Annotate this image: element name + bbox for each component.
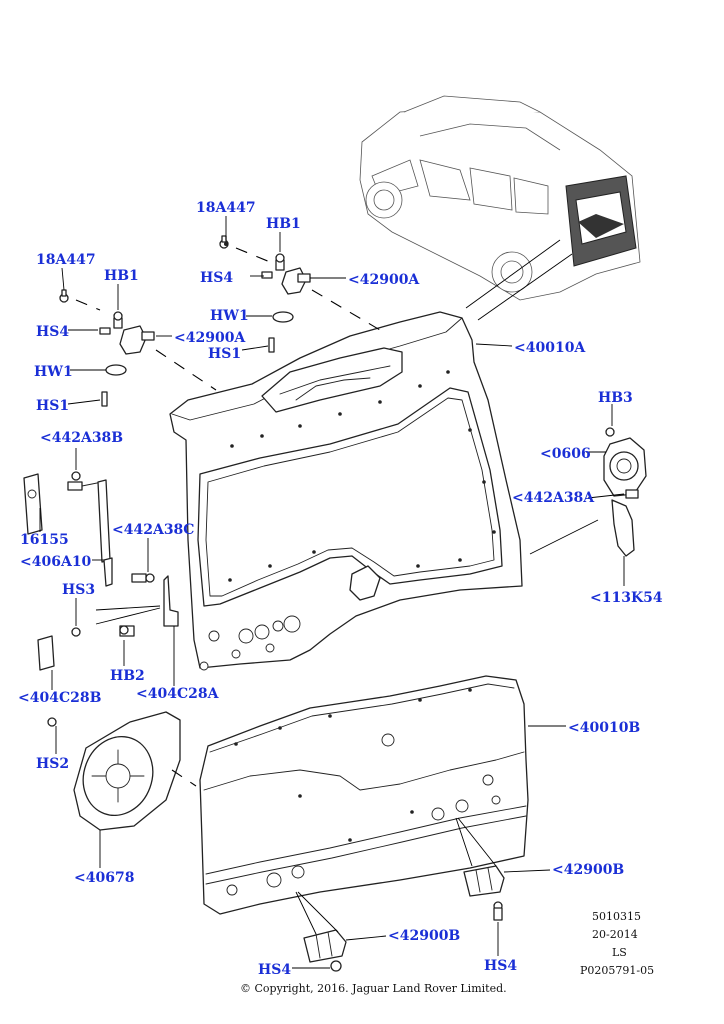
upper-hinge-left bbox=[59, 289, 155, 407]
leader-lines bbox=[39, 216, 625, 969]
gas-strut-assembly bbox=[23, 471, 179, 671]
callout-hs4-bottom: HS4 bbox=[258, 962, 292, 978]
callout-40678: <40678 bbox=[74, 870, 135, 886]
callout-442a38a: <442A38A bbox=[512, 490, 595, 506]
meta-line-2: 20-2014 bbox=[592, 928, 638, 941]
callout-hb3: HB3 bbox=[598, 390, 633, 406]
meta-line-3: LS bbox=[612, 946, 627, 959]
callout-18a447-left: 18A447 bbox=[36, 252, 96, 268]
callout-hs4-right: HS4 bbox=[484, 958, 518, 974]
callout-442a38c: <442A38C bbox=[112, 522, 195, 538]
latch-and-bracket-right bbox=[603, 427, 647, 557]
callout-hs1-top: HS1 bbox=[208, 346, 242, 362]
callout-hs4-top: HS4 bbox=[200, 270, 234, 286]
callout-hw1-left: HW1 bbox=[34, 364, 73, 380]
callout-404c28a: <404C28A bbox=[136, 686, 219, 702]
meta-line-1: 5010315 bbox=[592, 910, 641, 923]
callout-hs3: HS3 bbox=[62, 582, 96, 598]
upper-tailgate-panel bbox=[169, 311, 523, 671]
callout-40010a: <40010A bbox=[514, 340, 586, 356]
meta-line-4: P0205791-05 bbox=[580, 964, 655, 977]
lower-tailgate-panel bbox=[199, 675, 529, 915]
callout-406a10: <406A10 bbox=[20, 554, 92, 570]
handle-cover-40678 bbox=[47, 711, 181, 831]
callout-16155: 16155 bbox=[20, 532, 69, 548]
callout-442a38b: <442A38B bbox=[40, 430, 124, 446]
callout-hb2: HB2 bbox=[110, 668, 145, 684]
callout-113k54: <113K54 bbox=[590, 590, 663, 606]
callout-18a447-top: 18A447 bbox=[196, 200, 256, 216]
callout-404c28b: <404C28B bbox=[18, 690, 102, 706]
callout-hb1-left: HB1 bbox=[104, 268, 139, 284]
callout-hb1-top: HB1 bbox=[266, 216, 301, 232]
callout-hw1-top: HW1 bbox=[210, 308, 249, 324]
callout-42900a-top: <42900A bbox=[348, 272, 420, 288]
callout-hs1-left: HS1 bbox=[36, 398, 70, 414]
callout-42900a-left: <42900A bbox=[174, 330, 246, 346]
callout-hs4-left: HS4 bbox=[36, 324, 70, 340]
upper-hinge-top bbox=[219, 235, 311, 353]
vehicle-illustration bbox=[359, 95, 641, 321]
callout-40010b: <40010B bbox=[568, 720, 641, 736]
copyright-notice: © Copyright, 2016. Jaguar Land Rover Lim… bbox=[240, 982, 507, 995]
lower-hinges bbox=[303, 865, 505, 972]
callout-0606: <0606 bbox=[540, 446, 591, 462]
callout-hs2: HS2 bbox=[36, 756, 70, 772]
callout-42900b-bottom: <42900B bbox=[388, 928, 461, 944]
callout-42900b-right: <42900B bbox=[552, 862, 625, 878]
assembly-dashed-lines bbox=[75, 247, 381, 787]
